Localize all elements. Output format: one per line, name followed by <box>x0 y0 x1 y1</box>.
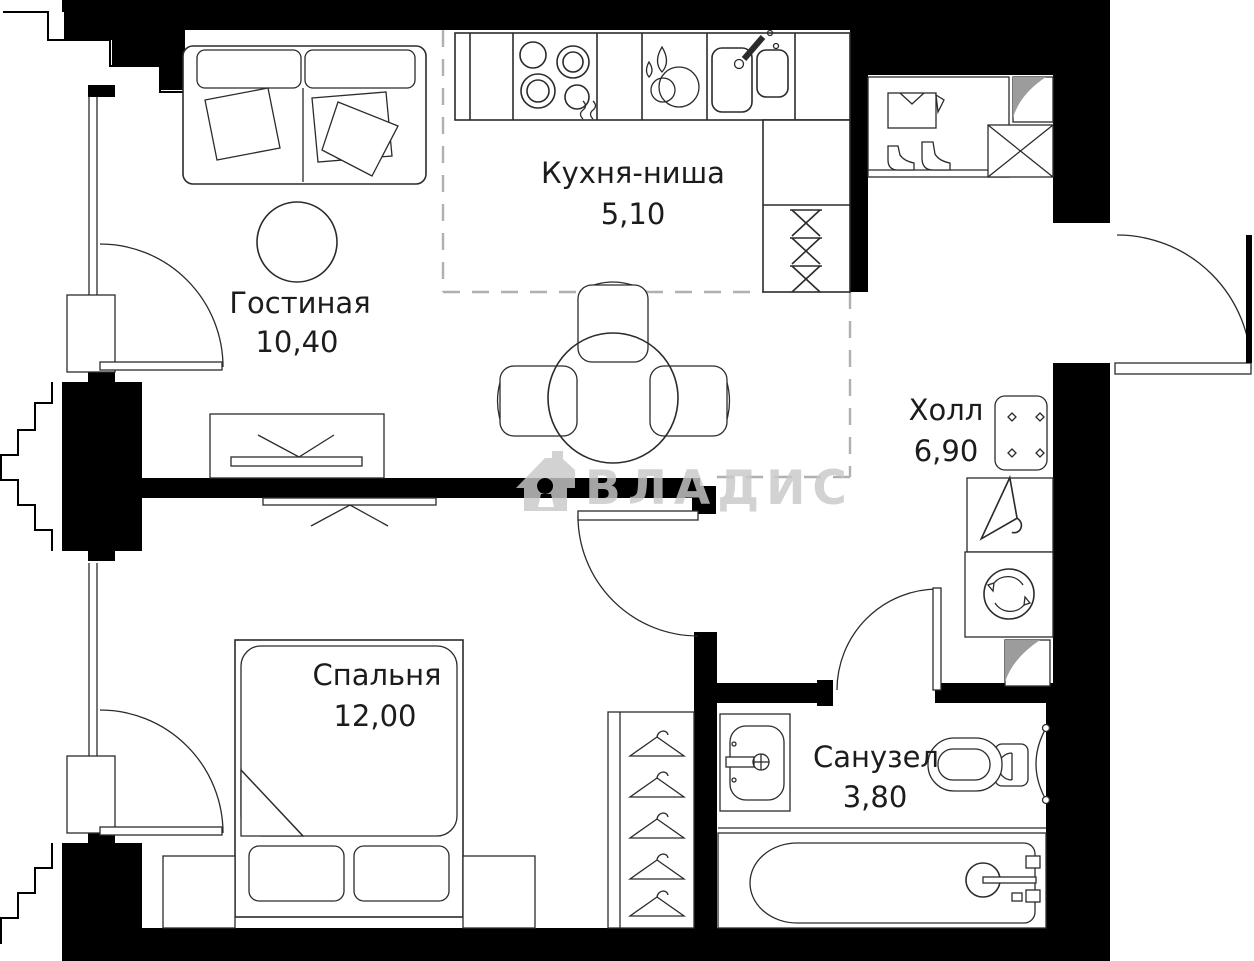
windows <box>66 97 116 834</box>
wall-bath-door-post <box>817 680 833 706</box>
nightstand <box>162 855 236 929</box>
bed <box>234 639 464 918</box>
walls <box>62 0 1110 961</box>
watermark: ВЛАДИС <box>516 451 854 516</box>
door-leaf <box>932 587 942 691</box>
chair <box>649 365 731 437</box>
shirt-icon <box>887 92 945 129</box>
dining-set <box>496 281 731 464</box>
kitchen-area: 5,10 <box>601 197 666 231</box>
pillow <box>248 845 345 902</box>
door-leaf <box>99 826 223 836</box>
chair <box>577 281 649 363</box>
wall-bath-right <box>1046 698 1058 961</box>
wall-door-post <box>692 486 716 514</box>
tv <box>262 497 437 506</box>
entrance-door <box>1114 234 1252 375</box>
kitchen-sink-icon <box>711 29 789 113</box>
nightstand <box>462 855 536 929</box>
sofa <box>182 45 427 185</box>
bathtub <box>717 827 1047 929</box>
wall-over-closet <box>868 28 1053 75</box>
door-leaf <box>1114 362 1252 375</box>
hanger-icon <box>627 771 687 798</box>
duct-shaft <box>987 124 1054 178</box>
cushion <box>204 87 281 161</box>
bathroom-name: Санузел <box>813 740 939 774</box>
dishes-icon <box>645 45 700 108</box>
cushion <box>321 101 399 177</box>
washing-machine <box>964 551 1054 638</box>
hanger-icon <box>627 853 687 880</box>
vent-shaft-bottom <box>1004 639 1051 687</box>
hanger-icon <box>627 812 687 839</box>
wall-top <box>150 0 1110 30</box>
living-room-name: Гостиная <box>229 286 370 320</box>
boots-icon <box>887 141 951 171</box>
watermark-brand: ВЛАДИС <box>585 461 854 516</box>
hanger-icon <box>979 474 1018 541</box>
fridge-space-marks <box>790 209 822 293</box>
wall-pier-top-left <box>62 0 185 90</box>
pillow <box>353 845 450 902</box>
hanger-icon <box>627 730 687 757</box>
hanger-icon <box>627 890 687 917</box>
tv-unit-living <box>209 413 385 479</box>
wall-bath-left-seg <box>717 683 823 703</box>
tv-bedroom <box>262 497 437 527</box>
bathroom-sink <box>719 713 791 812</box>
balcony-door-swings <box>99 243 224 836</box>
electrical-panel <box>994 395 1048 471</box>
wall-kitchen-hall <box>850 30 868 292</box>
bedroom-wardrobe <box>607 711 695 929</box>
hall-area: 6,90 <box>914 434 979 468</box>
entry-closet <box>867 76 1010 178</box>
balcony-door-sash <box>66 294 116 373</box>
toilet <box>927 737 1029 792</box>
kitchen-name: Кухня-ниша <box>541 156 725 190</box>
chair <box>496 365 578 437</box>
towel-radiator <box>1035 723 1051 805</box>
wall-pier-middle-left <box>62 382 142 551</box>
door-leaf <box>577 510 699 521</box>
balcony-door-sash <box>66 755 116 834</box>
side-table <box>256 201 338 283</box>
dining-table <box>547 332 679 464</box>
vent-shaft-top <box>1012 76 1054 123</box>
wall-right-lower <box>1053 363 1110 961</box>
bathroom-area: 3,80 <box>843 780 908 814</box>
wall-bottom <box>62 928 1110 961</box>
hall-name: Холл <box>909 393 984 427</box>
tv <box>230 456 363 467</box>
window-tick <box>88 549 115 561</box>
wall-right-upper <box>1053 0 1110 223</box>
living-room-area: 10,40 <box>255 325 338 359</box>
bedroom-area: 12,00 <box>333 699 416 733</box>
bedroom-door <box>577 510 699 637</box>
coat-rack <box>966 474 1054 553</box>
wall-bath-right-seg <box>935 683 1053 703</box>
wall-pier-bottom-left <box>62 843 142 961</box>
stove-burners-icon <box>519 41 597 120</box>
window-tick <box>88 372 115 384</box>
corridor-wall <box>1246 235 1252 363</box>
bedroom-name: Спальня <box>312 658 441 692</box>
wall-bedroom-bath <box>694 632 717 961</box>
facade-steps <box>0 11 185 944</box>
mattress <box>240 645 458 837</box>
window-tick <box>88 833 115 845</box>
room-labels: Гостиная 10,40 Кухня-ниша 5,10 Холл 6,90… <box>229 156 983 814</box>
bathroom-door <box>836 587 942 691</box>
window-tick <box>88 85 115 97</box>
door-leaf <box>99 361 223 371</box>
house-keyhole-icon <box>516 451 575 511</box>
kitchen-counter <box>454 32 851 293</box>
tall-cabinet <box>762 119 851 293</box>
